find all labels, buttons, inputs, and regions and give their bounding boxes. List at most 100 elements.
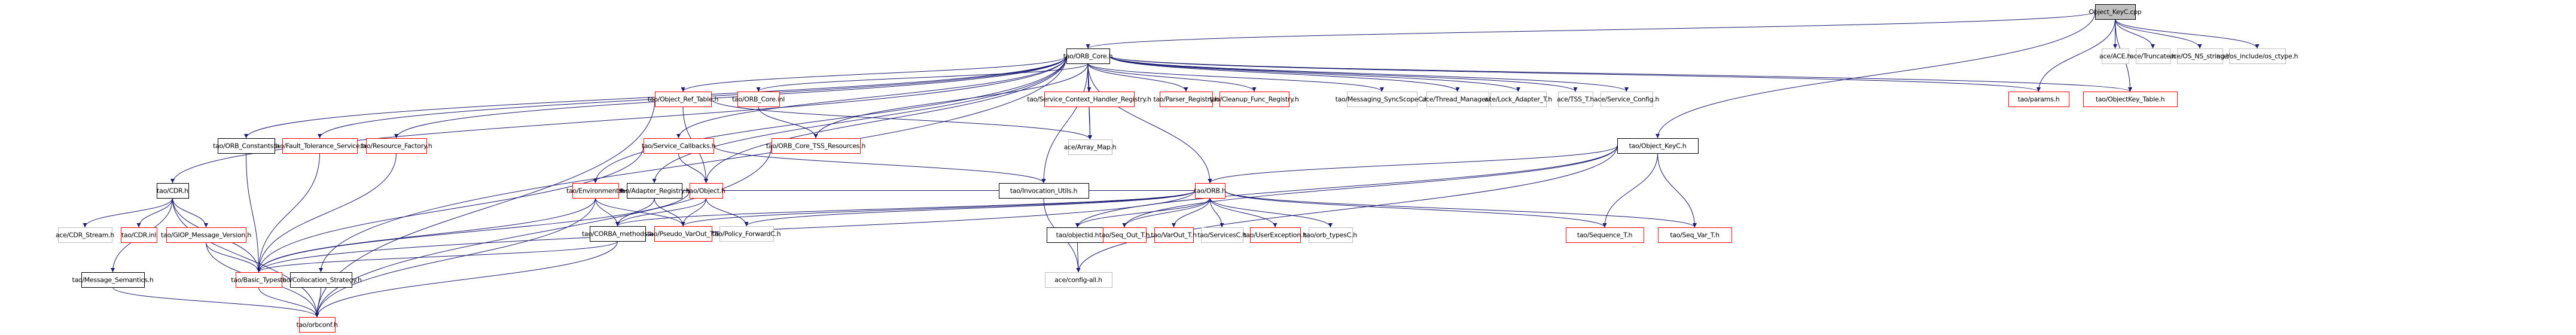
- graph-node-objectid[interactable]: tao/objectid.h: [1047, 227, 1109, 243]
- graph-node-userexception[interactable]: tao/UserException.h: [1243, 227, 1307, 243]
- edge-orb-constants-to-basic-types: [246, 153, 261, 273]
- edge-orb-core-to-parser-registry: [1087, 63, 1188, 92]
- edge-root-to-ace-truncate: [2115, 19, 2155, 49]
- node-label: tao/CDR.inl: [121, 232, 156, 239]
- graph-node-service-callbacks[interactable]: tao/Service_Callbacks.h: [642, 138, 716, 154]
- graph-node-fault-tolerance[interactable]: tao/Fault_Tolerance_Service.h: [274, 138, 366, 154]
- graph-node-params[interactable]: tao/params.h: [2008, 92, 2069, 107]
- edge-giop-version-to-basic-types: [206, 242, 261, 273]
- edge-basic-types-to-orbconf: [258, 287, 319, 318]
- edge-orb-to-objectid: [1075, 197, 1211, 228]
- edge-object-to-corba-methods: [615, 197, 706, 227]
- edge-orb-to-servicesc: [1209, 197, 1224, 228]
- edge-environment-to-orbconf: [315, 197, 596, 318]
- edge-orb-core-to-messaging-sync: [1087, 63, 1384, 92]
- edge-orb-core-to-object-ref-table: [681, 56, 1067, 92]
- graph-node-resource-factory[interactable]: tao/Resource_Factory.h: [361, 138, 432, 154]
- graph-node-lock-adapter: ace/Lock_Adapter_T.h: [1484, 92, 1553, 107]
- edge-layer: [83, 11, 2260, 318]
- node-label: tao/Invocation_Utils.h: [1010, 187, 1078, 195]
- graph-node-pseudo-varout[interactable]: tao/Pseudo_VarOut_T.h: [647, 226, 719, 242]
- node-box: [654, 226, 712, 242]
- graph-node-corba-methods[interactable]: tao/CORBA_methods.h: [582, 226, 654, 242]
- edge-resource-factory-to-basic-types: [257, 153, 397, 273]
- graph-node-orb-constants[interactable]: tao/ORB_Constants.h: [213, 138, 280, 154]
- edge-orb-core-to-orb-core-tss: [813, 63, 1089, 139]
- node-box: [2008, 92, 2069, 107]
- node-label: ace/CDR_Stream.h: [56, 232, 114, 239]
- graph-node-orb-core[interactable]: tao/ORB_Core.h: [1063, 48, 1113, 64]
- edge-corba-methods-to-orbconf: [315, 240, 618, 318]
- node-box: [1658, 227, 1732, 243]
- graph-node-schr[interactable]: tao/Service_Context_Handler_Registry.h: [1027, 92, 1151, 107]
- graph-node-seq-out[interactable]: tao/Seq_Out_T.h: [1099, 227, 1150, 243]
- node-box: [299, 317, 336, 333]
- graph-node-cleanup-func[interactable]: tao/Cleanup_Func_Registry.h: [1209, 92, 1299, 107]
- graph-node-orb[interactable]: tao/ORB.h: [1194, 183, 1226, 199]
- edge-cdr-to-orbconf: [172, 197, 319, 318]
- node-label: ace/Lock_Adapter_T.h: [1484, 96, 1552, 103]
- graph-node-messaging-sync: tao/Messaging_SyncScopeC.h: [1336, 92, 1429, 107]
- node-box: [282, 138, 358, 154]
- graph-node-environment[interactable]: tao/Environment.h: [566, 183, 625, 199]
- node-label: ace/OS_NS_string.h: [2169, 53, 2230, 60]
- node-box: [290, 272, 352, 288]
- edge-cdr-to-giop-version: [172, 197, 208, 228]
- node-box: [1195, 183, 1225, 199]
- edge-object-keyc-to-objectid: [1075, 145, 1618, 228]
- edge-root-to-ace-os-ctype: [2115, 19, 2260, 49]
- node-label: tao/Object_Ref_Table.h: [648, 96, 719, 103]
- graph-node-root[interactable]: Object_KeyC.cpp: [2089, 4, 2142, 20]
- graph-node-basic-types[interactable]: tao/Basic_Types.h: [231, 272, 286, 288]
- graph-node-object-keyc[interactable]: tao/Object_KeyC.h: [1617, 138, 1699, 154]
- node-label: ace/TSS_T.h: [1557, 96, 1594, 103]
- node-label: tao/ORB_Constants.h: [213, 142, 279, 150]
- node-box: [2083, 92, 2178, 107]
- graph-node-parser-registry[interactable]: tao/Parser_Registry.h: [1153, 92, 1219, 107]
- graph-node-seq-var[interactable]: tao/Seq_Var_T.h: [1658, 227, 1732, 243]
- node-box: [1103, 227, 1147, 243]
- node-label: tao/ObjectKey_Table.h: [2096, 96, 2165, 103]
- graph-node-orb-core-tss[interactable]: tao/ORB_Core_TSS_Resources.h: [766, 138, 866, 154]
- graph-node-invocation-utils[interactable]: tao/Invocation_Utils.h: [999, 183, 1089, 199]
- node-label: Object_KeyC.cpp: [2089, 8, 2142, 16]
- edge-adapter-registry-to-pseudo-varout: [654, 197, 685, 227]
- node-box: [81, 272, 145, 288]
- graph-node-sequence-t[interactable]: tao/Sequence_T.h: [1566, 227, 1644, 243]
- node-box: [627, 183, 682, 199]
- edge-service-callbacks-to-invocation-utils: [713, 145, 1046, 184]
- graph-node-giop-version[interactable]: tao/GIOP_Message_Version.h: [161, 227, 252, 243]
- edge-orb-to-corba-methods: [615, 190, 1196, 227]
- node-box: [1558, 92, 1593, 107]
- node-label: tao/Object_KeyC.h: [1629, 142, 1687, 150]
- graph-node-cdr-inl[interactable]: tao/CDR.inl: [121, 227, 157, 243]
- node-label: tao/Object.h: [687, 187, 725, 195]
- edge-object-to-policy-forward: [706, 197, 749, 227]
- graph-node-object[interactable]: tao/Object.h: [687, 183, 725, 199]
- node-box: [2229, 48, 2286, 64]
- node-box: [1045, 272, 1112, 288]
- graph-node-orb-core-inl[interactable]: tao/ORB_Core.inl: [732, 92, 785, 107]
- node-box: [1201, 227, 1243, 243]
- graph-node-objectkey-table[interactable]: tao/ObjectKey_Table.h: [2083, 92, 2178, 107]
- graph-node-orbconf[interactable]: tao/orbconf.h: [296, 317, 338, 333]
- graph-node-thread-manager: ace/Thread_Manager.h: [1422, 92, 1493, 107]
- graph-node-varout[interactable]: tao/VarOut_T.h: [1151, 227, 1197, 243]
- edge-root-to-orb-core: [1086, 11, 2096, 49]
- node-box: [690, 183, 723, 199]
- node-box: [1426, 92, 1489, 107]
- graph-node-adapter-registry[interactable]: tao/Adapter_Registry.h: [619, 183, 690, 199]
- graph-node-message-semantics[interactable]: tao/Message_Semantics.h: [72, 272, 154, 288]
- node-label: tao/ServicesC.h: [1197, 232, 1246, 239]
- node-label: tao/orb_typesC.h: [1304, 232, 1357, 239]
- edge-orb-core-to-orb: [1087, 63, 1212, 184]
- node-box: [157, 183, 189, 199]
- graph-node-cdr[interactable]: tao/CDR.h: [157, 183, 189, 199]
- edge-object-keyc-to-orb: [1208, 145, 1618, 184]
- edge-orb-core-inl-to-orb-core-tss: [758, 106, 818, 139]
- graph-node-object-ref-table[interactable]: tao/Object_Ref_Table.h: [648, 92, 719, 107]
- edge-object-ref-table-to-array-map: [711, 99, 1092, 140]
- graph-node-collocation[interactable]: tao/Collocation_Strategy.h: [280, 272, 362, 288]
- graph-node-ace-os-ctype: ace/os_include/os_ctype.h: [2217, 48, 2298, 64]
